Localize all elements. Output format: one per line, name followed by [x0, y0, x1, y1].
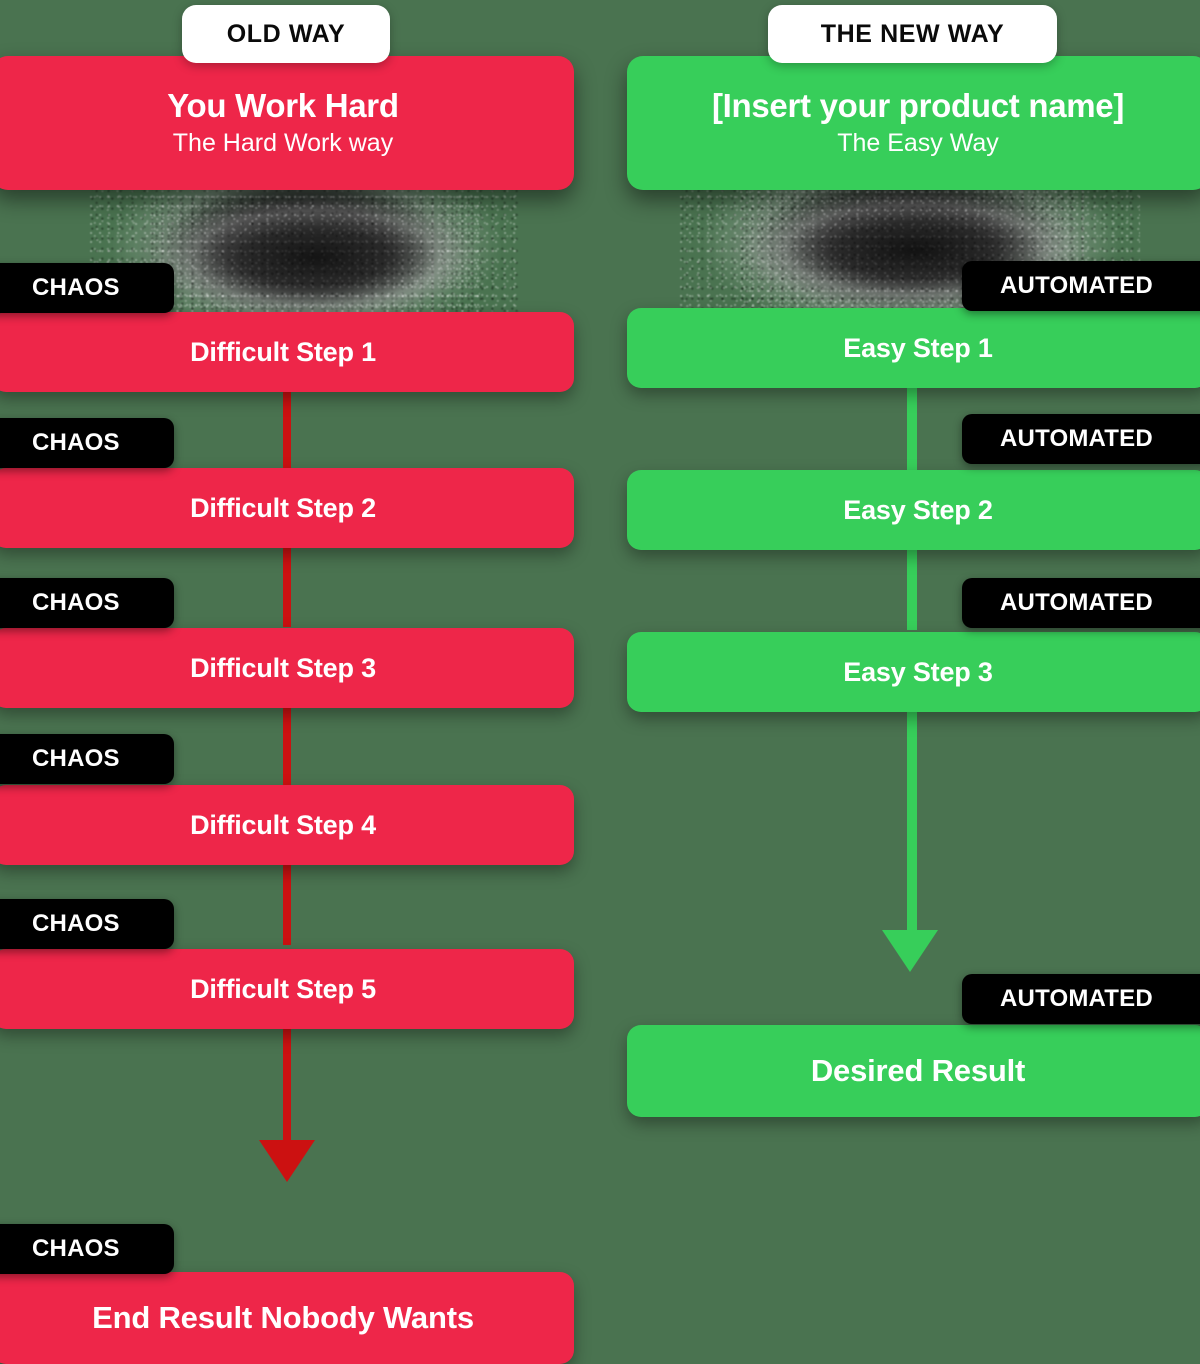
step-box-difficult-5-label: Difficult Step 5	[190, 973, 376, 1004]
step-box-easy-1[interactable]: Easy Step 1	[627, 308, 1200, 388]
hero-title-new-way: [Insert your product name]	[711, 87, 1125, 124]
step-box-difficult-3-label: Difficult Step 3	[190, 652, 376, 683]
step-box-difficult-3[interactable]: Difficult Step 3	[0, 628, 574, 708]
step-box-difficult-2[interactable]: Difficult Step 2	[0, 468, 574, 548]
result-box-new-way-label: Desired Result	[810, 1053, 1026, 1088]
badge-automated-2-label: AUTOMATED	[1000, 425, 1153, 452]
result-box-old-way[interactable]: End Result Nobody Wants	[0, 1272, 574, 1364]
hero-card-new-way: [Insert your product name] The Easy Way	[627, 56, 1200, 190]
connector-red-2	[283, 545, 291, 627]
grain-blob-left-inner	[150, 195, 480, 320]
result-box-new-way[interactable]: Desired Result	[627, 1025, 1200, 1117]
badge-chaos-4-label: CHAOS	[32, 745, 120, 772]
arrow-red-down	[259, 1140, 315, 1182]
column-tag-old-way-label: OLD WAY	[226, 19, 346, 48]
step-box-difficult-1[interactable]: Difficult Step 1	[0, 312, 574, 392]
arrow-green-down	[882, 930, 938, 972]
badge-chaos-1: CHAOS	[0, 263, 174, 313]
badge-chaos-2-label: CHAOS	[32, 429, 120, 456]
connector-red-5	[283, 1025, 291, 1145]
connector-red-1	[283, 390, 291, 470]
column-tag-new-way: THE NEW WAY	[768, 5, 1057, 63]
badge-chaos-5-label: CHAOS	[32, 910, 120, 937]
badge-chaos-result-label: CHAOS	[32, 1235, 120, 1262]
badge-chaos-result: CHAOS	[0, 1224, 174, 1274]
badge-chaos-4: CHAOS	[0, 734, 174, 784]
hero-subtitle-new-way: The Easy Way	[837, 129, 999, 158]
connector-red-3	[283, 705, 291, 787]
column-tag-new-way-label: THE NEW WAY	[820, 19, 1005, 48]
step-box-difficult-2-label: Difficult Step 2	[190, 492, 376, 523]
badge-chaos-1-label: CHAOS	[32, 274, 120, 301]
badge-automated-result-label: AUTOMATED	[1000, 985, 1153, 1012]
column-tag-old-way: OLD WAY	[182, 5, 390, 63]
badge-chaos-2: CHAOS	[0, 418, 174, 468]
badge-automated-1: AUTOMATED	[962, 261, 1200, 311]
badge-automated-2: AUTOMATED	[962, 414, 1200, 464]
step-box-easy-2[interactable]: Easy Step 2	[627, 470, 1200, 550]
result-box-old-way-label: End Result Nobody Wants	[92, 1300, 474, 1335]
step-box-easy-3-label: Easy Step 3	[843, 656, 993, 687]
badge-automated-1-label: AUTOMATED	[1000, 272, 1153, 299]
badge-chaos-3: CHAOS	[0, 578, 174, 628]
connector-green-2	[907, 550, 917, 630]
connector-green-3	[907, 712, 917, 934]
badge-automated-3-label: AUTOMATED	[1000, 589, 1153, 616]
badge-chaos-3-label: CHAOS	[32, 589, 120, 616]
step-box-difficult-4[interactable]: Difficult Step 4	[0, 785, 574, 865]
badge-chaos-5: CHAOS	[0, 899, 174, 949]
step-box-difficult-5[interactable]: Difficult Step 5	[0, 949, 574, 1029]
step-box-easy-1-label: Easy Step 1	[843, 332, 993, 363]
step-box-difficult-4-label: Difficult Step 4	[190, 809, 376, 840]
step-box-easy-3[interactable]: Easy Step 3	[627, 632, 1200, 712]
badge-automated-result: AUTOMATED	[962, 974, 1200, 1024]
grain-speckle	[150, 195, 480, 320]
badge-automated-3: AUTOMATED	[962, 578, 1200, 628]
step-box-difficult-1-label: Difficult Step 1	[190, 336, 376, 367]
hero-subtitle-old-way: The Hard Work way	[172, 129, 394, 158]
step-box-easy-2-label: Easy Step 2	[843, 494, 993, 525]
connector-red-4	[283, 862, 291, 945]
hero-title-old-way: You Work Hard	[167, 87, 399, 124]
connector-green-1	[907, 388, 917, 470]
hero-card-old-way: You Work Hard The Hard Work way	[0, 56, 574, 190]
